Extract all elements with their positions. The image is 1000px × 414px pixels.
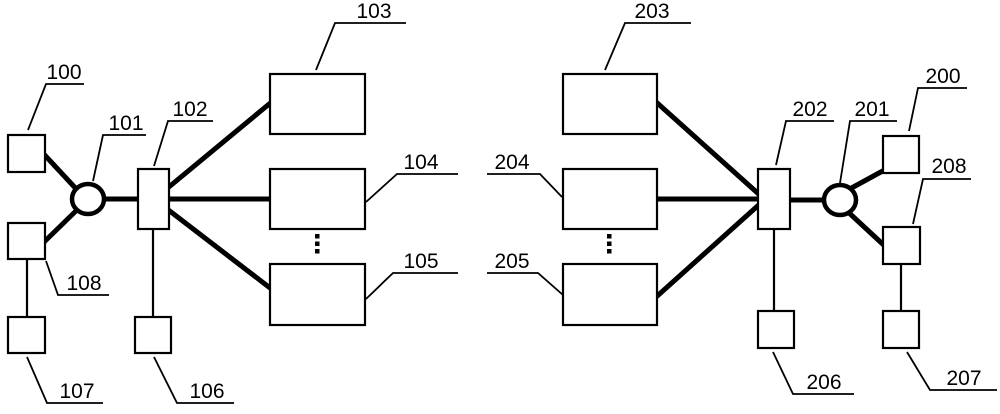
leader-205 xyxy=(487,272,564,296)
label-201: 201 xyxy=(854,98,889,121)
node-box-206 xyxy=(756,309,796,350)
label-206: 206 xyxy=(806,371,841,394)
link-201-208 xyxy=(845,209,890,251)
label-103: 103 xyxy=(356,0,391,23)
link-102-105 xyxy=(156,200,276,293)
leader-103 xyxy=(315,22,406,71)
label-107: 107 xyxy=(59,380,94,403)
leader-204 xyxy=(487,173,563,198)
node-box-207 xyxy=(881,309,921,350)
leader-100 xyxy=(27,83,84,131)
label-207: 207 xyxy=(946,367,981,390)
node-box-200 xyxy=(881,134,921,175)
leader-104 xyxy=(365,173,458,203)
leader-108 xyxy=(45,260,109,296)
label-108: 108 xyxy=(66,272,101,295)
node-box-104 xyxy=(268,167,367,231)
label-208: 208 xyxy=(931,155,966,178)
label-203: 203 xyxy=(634,0,669,23)
node-box-204 xyxy=(561,167,659,231)
right-network: 203 204 205 202 201 200 208 206 207 xyxy=(487,0,997,395)
leader-105 xyxy=(365,272,458,300)
leader-201 xyxy=(839,120,897,184)
node-box-107 xyxy=(6,315,47,355)
hub-circle-101 xyxy=(69,181,107,217)
leader-206 xyxy=(772,351,854,395)
node-box-105 xyxy=(268,262,367,327)
node-box-102 xyxy=(136,167,171,231)
link-205-202 xyxy=(653,200,764,300)
vertical-ellipsis-right xyxy=(607,234,612,254)
node-box-208 xyxy=(881,225,922,266)
node-box-203 xyxy=(561,72,659,136)
left-network: 100 101 102 103 104 105 106 107 108 xyxy=(6,0,458,404)
leader-208 xyxy=(912,178,971,225)
label-104: 104 xyxy=(403,151,438,174)
leader-203 xyxy=(604,22,691,71)
leader-202 xyxy=(775,120,834,166)
node-box-108 xyxy=(6,221,47,261)
hub-circle-201 xyxy=(821,182,859,218)
node-box-100 xyxy=(6,133,47,174)
label-102: 102 xyxy=(172,98,207,121)
node-box-106 xyxy=(133,315,173,355)
leader-101 xyxy=(92,134,146,182)
label-101: 101 xyxy=(108,112,143,135)
vertical-ellipsis-left xyxy=(315,234,320,254)
node-box-205 xyxy=(561,262,659,327)
label-100: 100 xyxy=(46,61,81,84)
link-102-103 xyxy=(156,98,276,198)
link-108-101 xyxy=(40,205,82,246)
link-203-202 xyxy=(653,99,764,199)
leader-200 xyxy=(908,87,967,132)
label-105: 105 xyxy=(403,250,438,273)
leader-102 xyxy=(153,120,213,167)
leader-107 xyxy=(26,356,103,404)
label-202: 202 xyxy=(792,98,827,121)
node-box-103 xyxy=(268,72,367,136)
link-100-101 xyxy=(38,148,82,195)
leader-106 xyxy=(153,356,234,404)
node-box-202 xyxy=(756,167,792,231)
label-205: 205 xyxy=(494,250,529,273)
label-106: 106 xyxy=(189,380,224,403)
label-200: 200 xyxy=(925,65,960,88)
leader-207 xyxy=(906,351,997,391)
label-204: 204 xyxy=(494,151,529,174)
